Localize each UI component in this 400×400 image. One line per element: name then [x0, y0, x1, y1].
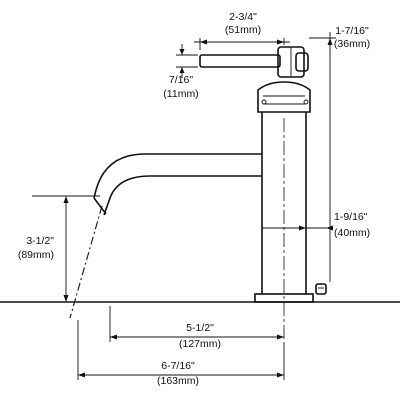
faucet-body [93, 46, 327, 303]
dim-handle-thickness: 7/16" (11mm) [163, 44, 199, 100]
drain-rod [315, 283, 327, 295]
dim-spout-clearance-inch: 3-1/2" [26, 235, 54, 247]
valve-collar [257, 81, 311, 113]
dim-handle-top: 1-7/16" (36mm) [309, 25, 370, 282]
dim-spout-clearance: 3-1/2" (89mm) [18, 195, 100, 302]
dim-overall-reach: 6-7/16" (163mm) [77, 320, 285, 387]
dim-handle-length-mm: (51mm) [225, 24, 261, 36]
dim-handle-top-inch: 1-7/16" [335, 25, 369, 37]
dim-overall-reach-mm: (163mm) [157, 375, 199, 387]
dim-handle-thickness-mm: (11mm) [163, 88, 198, 100]
handle-knob [295, 52, 309, 72]
water-stream-line [69, 205, 103, 319]
dim-base-to-rod-mm: (40mm) [334, 227, 370, 239]
dim-spout-reach: 5-1/2" (127mm) [109, 306, 284, 350]
dim-handle-top-mm: (36mm) [334, 38, 370, 50]
spout [93, 153, 262, 216]
dim-handle-length: 2-3/4" (51mm) [194, 11, 290, 50]
dim-spout-reach-mm: (127mm) [179, 338, 221, 350]
dim-overall-reach-inch: 6-7/16" [161, 360, 195, 372]
dim-spout-clearance-mm: (89mm) [18, 249, 54, 261]
dim-base-to-rod-inch: 1-9/16" [334, 211, 368, 223]
dim-handle-thickness-inch: 7/16" [169, 74, 193, 86]
dim-spout-reach-inch: 5-1/2" [186, 322, 214, 334]
dim-handle-length-inch: 2-3/4" [229, 11, 257, 23]
handle-lever [199, 54, 281, 68]
dim-base-to-rod: 1-9/16" (40mm) [262, 211, 370, 239]
